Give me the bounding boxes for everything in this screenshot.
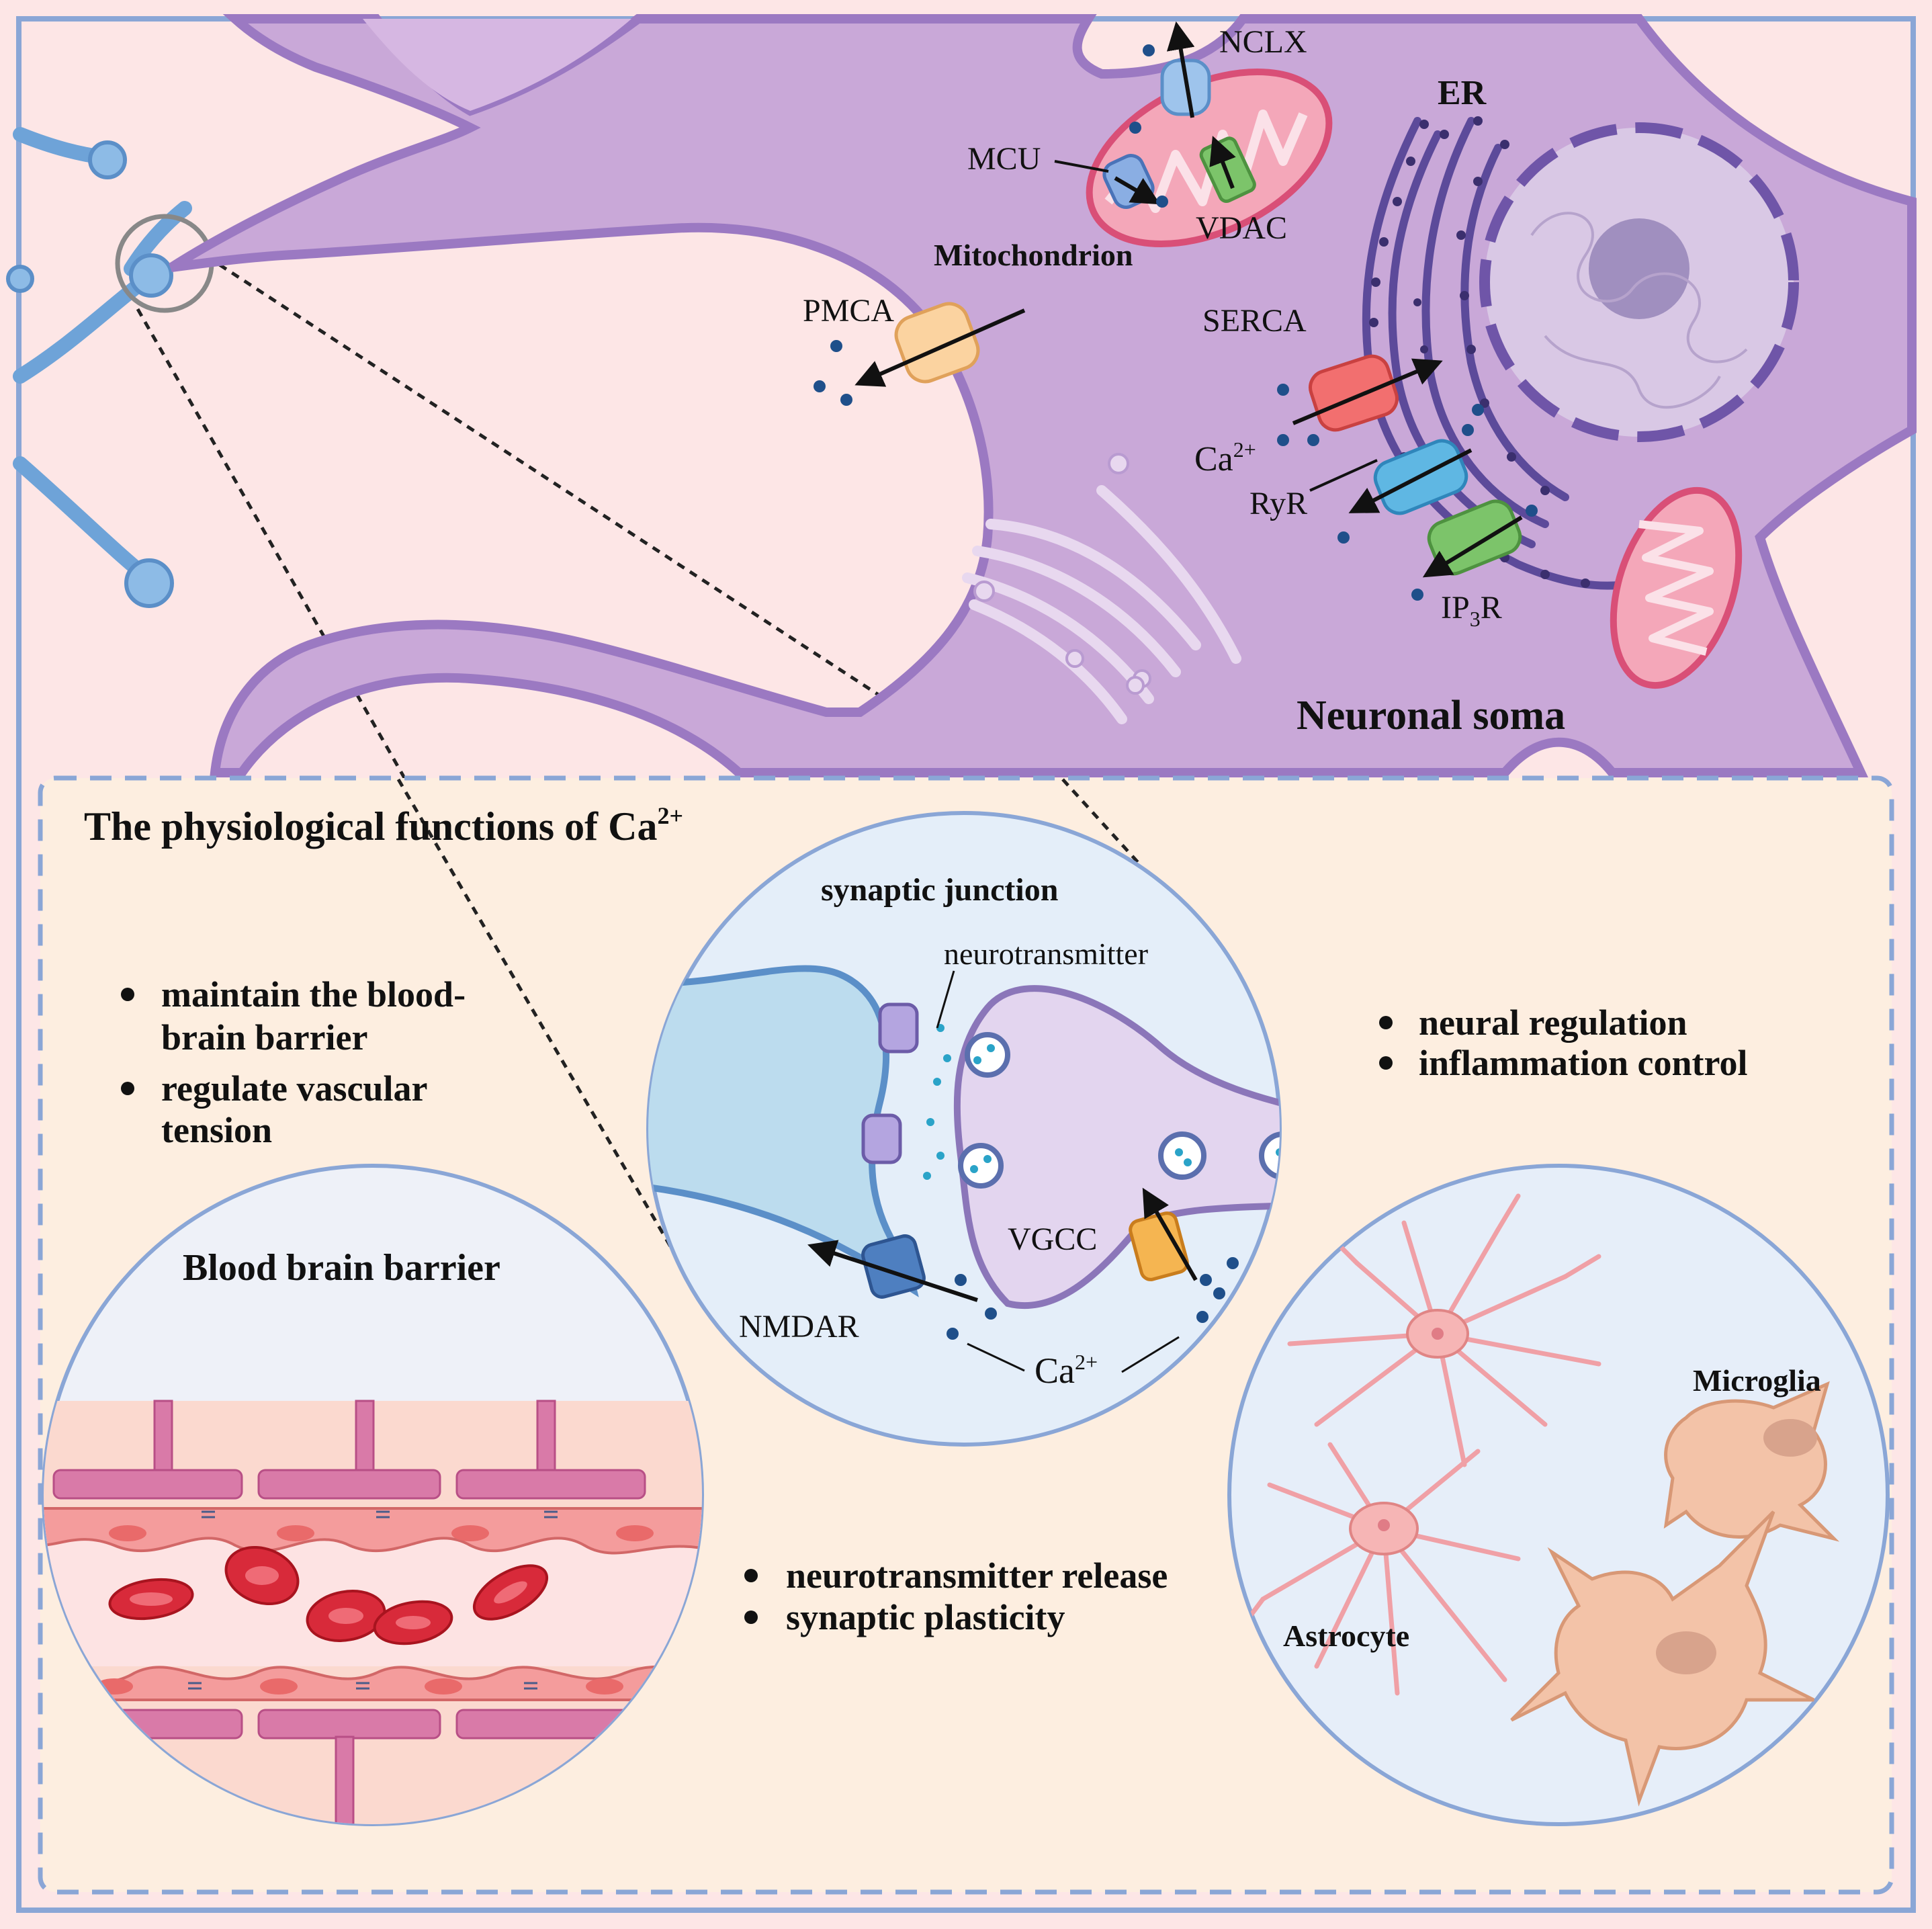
ryr-leader <box>1309 459 1378 492</box>
label-astrocyte: Astrocyte <box>1283 1619 1409 1653</box>
endoplasmic-reticulum <box>1362 117 1630 590</box>
label-nmdar: NMDAR <box>739 1309 859 1344</box>
dendrite-top <box>363 19 631 111</box>
bullet-neural-regulation: neural regulation <box>1419 1002 1687 1043</box>
vesicle-contents <box>970 1044 1280 1173</box>
nucleus <box>1479 122 1799 442</box>
center-bullets: neurotransmitter release synaptic plasti… <box>744 1555 1168 1637</box>
label-synaptic-junction: synaptic junction <box>821 872 1058 908</box>
bullet-vascular-line1: regulate vascular <box>161 1068 427 1109</box>
label-microglia: Microglia <box>1693 1363 1821 1398</box>
glia-circle: Microglia Astrocyte <box>1227 1164 1890 1826</box>
receptors <box>861 1002 919 1164</box>
rbc-highlights <box>130 1566 527 1629</box>
microglia-top-nucleus <box>1763 1419 1817 1457</box>
calcium-ions-soma <box>814 44 1538 601</box>
synaptic-vesicles <box>958 1032 1280 1189</box>
label-serca: SERCA <box>1202 303 1307 339</box>
microglia-bottom-nucleus <box>1656 1631 1716 1674</box>
bullet-synaptic-plasticity: synaptic plasticity <box>786 1597 1065 1637</box>
label-mitochondrion: Mitochondrion <box>934 238 1133 272</box>
soma-arrows <box>854 21 1523 578</box>
label-vdac: VDAC <box>1196 210 1287 246</box>
label-pmca: PMCA <box>803 293 894 329</box>
calcium-ions-synapse <box>947 1257 1239 1340</box>
endothelium-top <box>44 1507 702 1555</box>
bullet-vascular-line2: tension <box>161 1110 272 1150</box>
ca-leader-right <box>1121 1336 1180 1373</box>
vgcc-arrow <box>1142 1187 1198 1281</box>
label-nclx: NCLX <box>1219 24 1307 60</box>
synaptic-junction-circle: synaptic junction neurotransmitter VGCC … <box>646 811 1282 1447</box>
pmca-channel <box>894 302 980 384</box>
label-neuronal-soma: Neuronal soma <box>1297 693 1565 738</box>
label-neurotransmitter: neurotransmitter <box>944 937 1148 971</box>
label-blood-brain-barrier: Blood brain barrier <box>183 1247 500 1289</box>
neurotransmitter-dots <box>923 1024 951 1180</box>
label-ip3r: IP3R <box>1441 590 1502 631</box>
bullet-inflammation-control: inflammation control <box>1419 1043 1747 1083</box>
label-vgcc: VGCC <box>1008 1221 1097 1257</box>
blood-brain-barrier-circle: Blood brain barrier <box>42 1164 704 1826</box>
bullet-neurotransmitter-release: neurotransmitter release <box>786 1555 1168 1596</box>
label-er: ER <box>1438 74 1487 112</box>
left-bullets: maintain the blood- brain barrier regula… <box>121 974 466 1150</box>
neurotransmitter-leader <box>936 970 955 1029</box>
functions-title: The physiological functions of Ca2+ <box>84 802 683 849</box>
endothelial-nuclei <box>95 1525 654 1695</box>
bullet-bbb-line2: brain barrier <box>161 1017 367 1058</box>
mitochondrion-right <box>1610 486 1743 689</box>
label-ca-synapse: Ca2+ <box>1035 1350 1098 1391</box>
zoom-line-right-panel <box>1061 778 1143 868</box>
ca-leader-left <box>967 1342 1025 1372</box>
nmdar-arrow <box>807 1240 978 1302</box>
right-bullets: neural regulation inflammation control <box>1379 1002 1747 1083</box>
label-ca-soma: Ca2+ <box>1194 437 1256 478</box>
tight-junctions <box>188 1510 558 1690</box>
chromatin <box>1530 212 1748 363</box>
astrocyte-bodies <box>1349 1309 1469 1555</box>
label-mcu: MCU <box>967 141 1041 177</box>
astrocyte-endfeet-top <box>52 1400 646 1500</box>
astrocyte-nuclei <box>1378 1328 1444 1531</box>
endothelium-bottom <box>44 1664 702 1701</box>
nmdar-receptor <box>861 1234 926 1299</box>
axon-bulbs <box>6 140 174 608</box>
nucleolus <box>1589 218 1689 319</box>
bullet-bbb-line1: maintain the blood- <box>161 974 466 1015</box>
mcu-leader <box>1054 160 1109 173</box>
zoom-line-right <box>193 247 1143 869</box>
golgi-vesicles <box>973 453 1151 695</box>
label-ryr: RyR <box>1249 486 1307 521</box>
